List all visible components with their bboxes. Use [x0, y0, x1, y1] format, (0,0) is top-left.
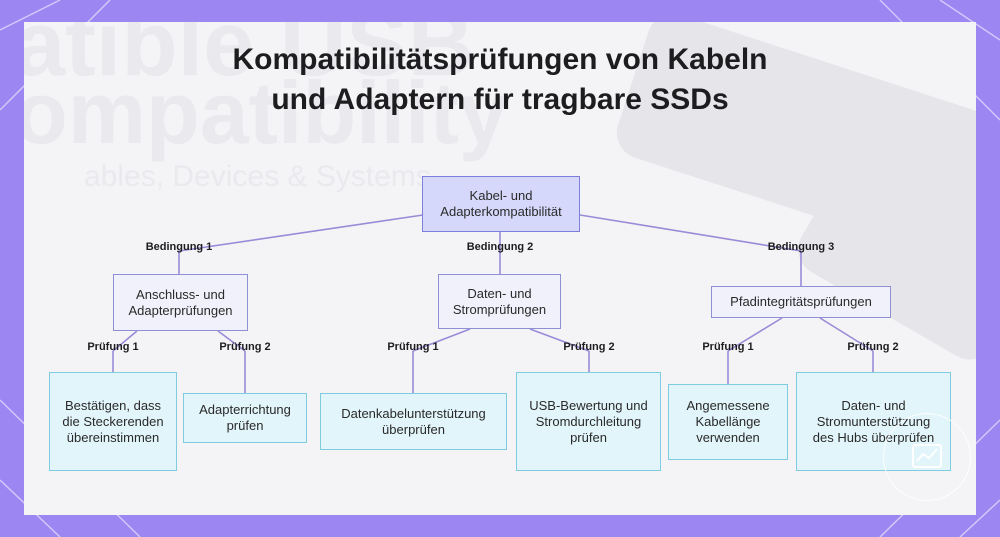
connector-root-branch-3 [579, 214, 802, 252]
b3-check-1-label: Prüfung 1 [702, 341, 754, 353]
branch-3-node: Pfadintegritätsprüfungen [711, 286, 891, 318]
title-line-2: und Adaptern für tragbare SSDs [271, 83, 729, 116]
leaf-node: Adapterrichtung prüfen [183, 393, 307, 443]
diagram-title: Kompatibilitätsprüfungen von Kabeln und … [150, 40, 850, 120]
leaf-node-label: USB-Bewertung und Stromdurchleitung prüf… [529, 397, 648, 445]
branch-2-node-label: Daten- und Stromprüfungen [452, 285, 547, 317]
branch-1-label: Bedingung 1 [145, 241, 213, 253]
branch-3-node-label: Pfadintegritätsprüfungen [730, 294, 872, 309]
branch-1-node: Anschluss- und Adapterprüfungen [113, 274, 248, 331]
connector-b2-c2 [529, 328, 590, 352]
b2-check-2-label: Prüfung 2 [563, 341, 615, 353]
branch-3-label: Bedingung 3 [767, 241, 835, 253]
leaf-node: Datenkabelunterstützung überprüfen [320, 393, 507, 450]
leaf-node: Bestätigen, dass die Steckerenden überei… [49, 372, 177, 471]
leaf-node-label: Adapterrichtung prüfen [199, 402, 291, 433]
b2-check-1-label: Prüfung 1 [387, 341, 439, 353]
leaf-node: USB-Bewertung und Stromdurchleitung prüf… [516, 372, 661, 471]
watermark-badge [883, 413, 971, 501]
connector-b3-c2 [819, 317, 874, 352]
leaf-node-label: Angemessene Kabellänge verwenden [686, 398, 770, 445]
leaf-node-label: Bestätigen, dass die Steckerenden überei… [62, 397, 164, 445]
branch-2-label: Bedingung 2 [466, 241, 534, 253]
connector-b2-c1 [412, 328, 471, 352]
connector-root-branch-1 [178, 214, 424, 252]
background-watermark: ompatibility [24, 63, 508, 162]
branch-1-node-label: Anschluss- und Adapterprüfungen [128, 286, 233, 318]
b1-check-1-label: Prüfung 1 [87, 341, 139, 353]
root-node: Kabel- und Adapterkompatibilität [422, 176, 580, 232]
chart-icon [912, 444, 942, 468]
root-node-label: Kabel- und Adapterkompatibilität [440, 188, 562, 219]
leaf-node-label: Datenkabelunterstützung überprüfen [341, 405, 486, 437]
branch-2-node: Daten- und Stromprüfungen [438, 274, 561, 329]
b3-check-2-label: Prüfung 2 [847, 341, 899, 353]
connector-b1-c2 [217, 330, 246, 352]
connector-b1-c1 [112, 330, 138, 352]
title-line-1: Kompatibilitätsprüfungen von Kabeln [232, 43, 768, 76]
background-watermark: ables, Devices & Systems [84, 160, 431, 193]
leaf-node: Angemessene Kabellänge verwenden [668, 384, 788, 460]
b1-check-2-label: Prüfung 2 [219, 341, 271, 353]
connector-b3-c1 [727, 317, 783, 352]
background-watermark: atible USB [24, 22, 475, 95]
